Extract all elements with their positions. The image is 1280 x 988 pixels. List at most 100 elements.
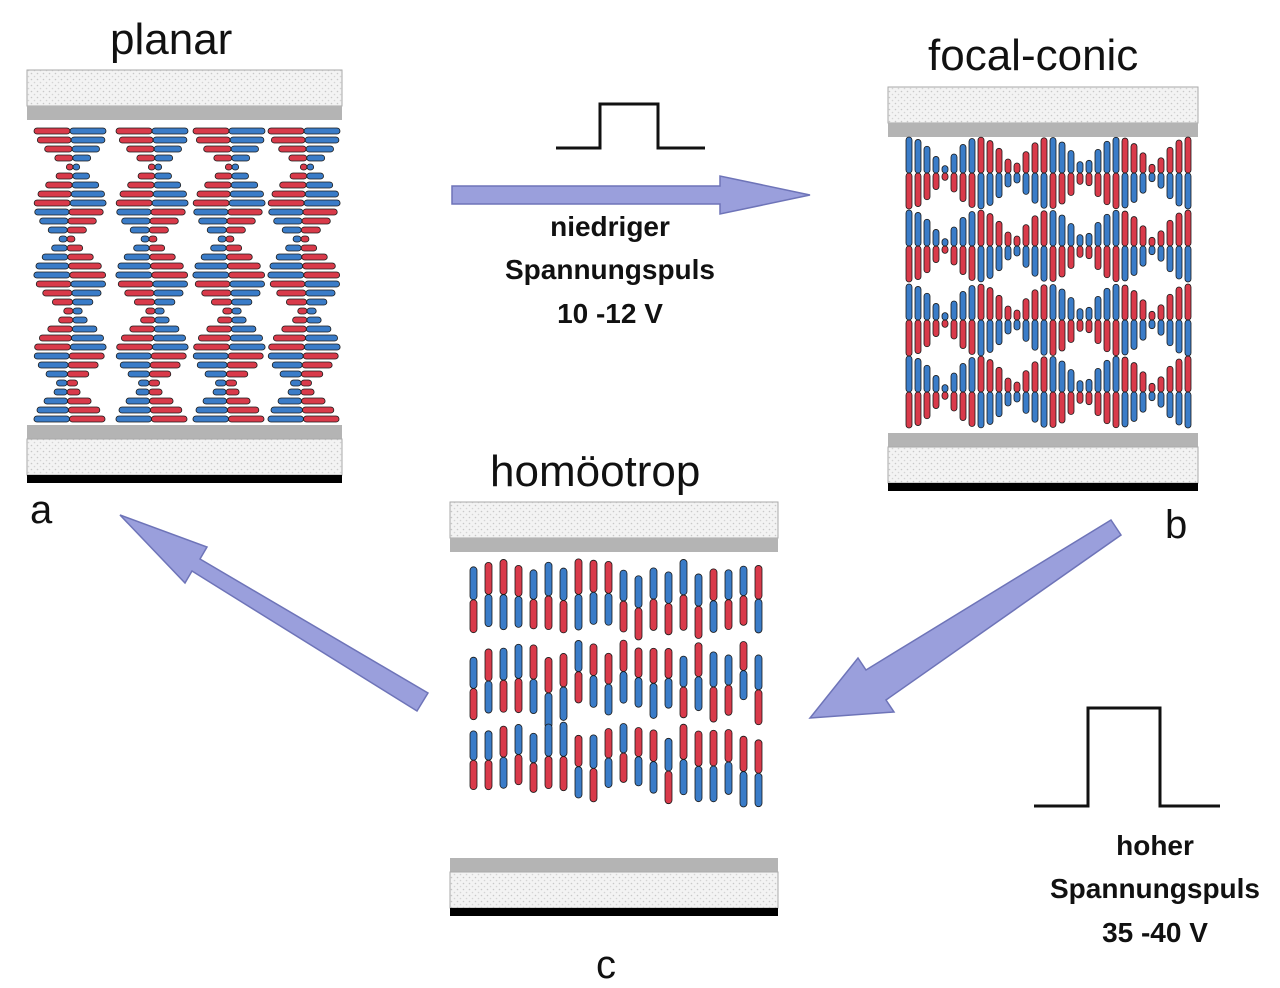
focal-conic-molecule: [950, 172, 958, 193]
planar-molecule: [71, 325, 98, 333]
planar-molecule: [306, 172, 324, 180]
planar-molecule: [55, 172, 74, 180]
focal-conic-molecule: [1112, 136, 1120, 174]
focal-conic-molecule: [923, 245, 931, 274]
planar-molecule: [33, 352, 70, 360]
focal-conic-molecule: [968, 245, 976, 281]
homeotropic-molecule: [754, 772, 763, 808]
focal-conic-molecule: [977, 172, 985, 210]
focal-conic-molecule: [1022, 298, 1030, 321]
planar-molecule: [115, 352, 152, 360]
focal-conic-molecule: [1166, 146, 1174, 174]
planar-molecule: [305, 181, 334, 189]
focal-conic-molecule: [995, 147, 1003, 174]
homeotropic-molecule: [529, 678, 538, 714]
planar-molecule: [154, 316, 170, 324]
planar-molecule: [67, 217, 97, 225]
planar-molecule: [196, 190, 231, 198]
planar-molecule: [267, 199, 305, 207]
homeotropic-molecule: [694, 605, 703, 639]
planar-molecule: [267, 127, 305, 135]
planar-molecule: [304, 136, 340, 144]
planar-molecule: [227, 406, 260, 414]
homeotropic-molecule: [499, 725, 508, 758]
homeotropic-title: homöotrop: [490, 447, 701, 496]
planar-molecule: [300, 244, 318, 252]
planar-molecule: [51, 244, 68, 252]
focal-conic-molecule: [1139, 245, 1147, 267]
planar-molecule: [66, 235, 76, 243]
planar-molecule: [303, 271, 341, 279]
planar-molecule: [198, 217, 228, 225]
focal-conic-molecule: [1058, 391, 1066, 424]
focal-conic-molecule: [977, 391, 985, 429]
planar-molecule: [45, 181, 73, 189]
homeotropic-molecule: [484, 730, 493, 761]
homeotropic-molecule: [499, 647, 508, 681]
planar-molecule: [53, 388, 68, 396]
homeotropic-molecule: [754, 654, 763, 691]
focal-conic-molecule: [1040, 356, 1048, 393]
focal-conic-molecule: [1013, 245, 1021, 257]
focal-conic-molecule: [1121, 391, 1129, 428]
focal-conic-molecule: [1022, 370, 1030, 393]
low-pulse-line1: niedriger: [550, 211, 670, 242]
planar-molecule: [210, 298, 233, 306]
homeotropic-molecule: [619, 671, 628, 704]
planar-molecule: [269, 280, 306, 288]
high-pulse-waveform-icon: [1034, 706, 1220, 808]
focal-conic-molecule: [1112, 355, 1120, 393]
planar-molecule: [71, 181, 100, 189]
homeotropic-molecule: [589, 559, 598, 593]
planar-molecule: [196, 361, 228, 369]
focal-conic-molecule: [914, 286, 922, 321]
planar-molecule: [67, 361, 99, 369]
focal-conic-molecule: [1031, 142, 1039, 174]
focal-conic-molecule: [941, 319, 949, 328]
planar-molecule: [302, 262, 336, 270]
focal-conic-molecule: [1049, 172, 1057, 209]
focal-conic-molecule: [959, 319, 967, 349]
planar-molecule: [149, 253, 176, 261]
planar-molecule: [229, 280, 265, 288]
planar-molecule: [269, 262, 304, 270]
homeotropic-molecule: [694, 765, 703, 803]
focal-conic-molecule: [1049, 391, 1057, 428]
planar-molecule: [302, 352, 339, 360]
planar-molecule: [66, 244, 84, 252]
planar-molecule: [149, 397, 174, 405]
focal-conic-molecule: [923, 319, 931, 348]
planar-molecule: [228, 127, 266, 135]
planar-molecule: [69, 199, 107, 207]
planar-molecule: [149, 361, 181, 369]
planar-molecule: [148, 244, 166, 252]
planar-molecule: [194, 262, 229, 270]
planar-molecule: [116, 208, 152, 216]
focal-conic-molecule: [1112, 319, 1120, 357]
focal-conic-molecule: [1076, 380, 1084, 393]
focal-conic-molecule: [1103, 245, 1111, 279]
homeotropic-bottom-electrode: [450, 858, 778, 872]
focal-conic-molecule: [1076, 319, 1084, 332]
focal-conic-bottom-electrode: [888, 433, 1198, 447]
planar-molecule: [72, 316, 88, 324]
focal-conic-molecule: [1004, 391, 1012, 407]
homeotropic-molecule: [559, 653, 568, 688]
focal-conic-molecule: [914, 245, 922, 280]
focal-conic-molecule: [959, 291, 967, 321]
planar-molecule: [69, 271, 107, 279]
focal-conic-molecule: [1112, 391, 1120, 429]
planar-molecule: [150, 352, 187, 360]
focal-conic-molecule: [1148, 163, 1156, 174]
planar-molecule: [277, 397, 302, 405]
planar-molecule: [68, 208, 104, 216]
homeotropic-molecule: [709, 568, 718, 602]
homeotropic-molecule: [604, 728, 613, 759]
focal-conic-molecule: [1085, 319, 1093, 334]
planar-molecule: [226, 397, 251, 405]
planar-molecule: [121, 217, 151, 225]
focal-conic-molecule: [968, 138, 976, 174]
planar-molecule: [288, 154, 308, 162]
homeotropic-molecule: [559, 756, 568, 792]
